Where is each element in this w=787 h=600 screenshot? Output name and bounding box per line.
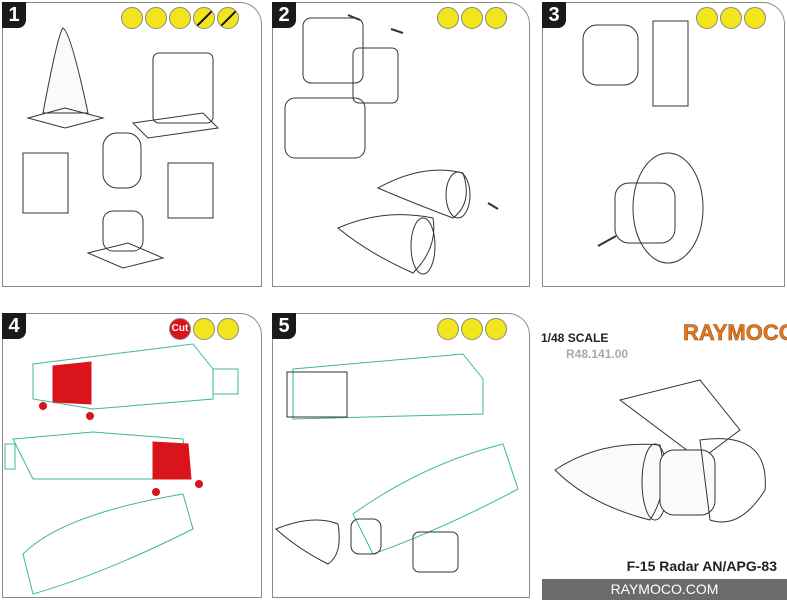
sanding-icon [720, 7, 742, 29]
no-file-icon [217, 7, 239, 29]
file-icon [485, 7, 507, 29]
product-title: F-15 Radar AN/APG-83 [626, 558, 777, 574]
brand-logo: RAYMOCO [683, 320, 787, 346]
sanding-icon [217, 318, 239, 340]
fuselage-cut-illustration [4, 343, 239, 595]
step-number: 2 [272, 2, 296, 28]
product-code: R48.141.00 [566, 347, 629, 361]
file-icon [744, 7, 766, 29]
tool-icons [121, 7, 239, 29]
step-number: 5 [272, 313, 296, 339]
tool-icons [696, 7, 766, 29]
final-assembly-illustration [275, 353, 519, 573]
scale-label: 1/48 SCALE [541, 331, 609, 345]
tool-icons [437, 7, 507, 29]
glue-icon [121, 7, 143, 29]
knife-icon [437, 7, 459, 29]
step-3-panel: 3 [542, 2, 785, 287]
cut-icon: Cut [169, 318, 191, 340]
knife-icon [193, 318, 215, 340]
tool-icons: Cut [169, 318, 239, 340]
website-link[interactable]: RAYMOCO.COM [542, 579, 787, 600]
step-5-panel: 5 [272, 313, 530, 598]
radar-assembly-illustration [284, 14, 499, 275]
step-number: 3 [542, 2, 566, 28]
file-icon [485, 318, 507, 340]
tool-icons [437, 318, 507, 340]
sanding-icon [461, 318, 483, 340]
step-4-panel: 4 Cut [2, 313, 262, 598]
knife-icon [437, 318, 459, 340]
radar-dish-illustration [582, 20, 704, 264]
knife-icon [696, 7, 718, 29]
step-1-panel: 1 [2, 2, 262, 287]
sanding-icon [461, 7, 483, 29]
step-number: 1 [2, 2, 26, 28]
step-number: 4 [2, 313, 26, 339]
step-2-panel: 2 [272, 2, 530, 287]
knife-icon [145, 7, 167, 29]
no-paint-icon [193, 7, 215, 29]
parts-sprue-illustration [22, 27, 220, 269]
sanding-icon [169, 7, 191, 29]
